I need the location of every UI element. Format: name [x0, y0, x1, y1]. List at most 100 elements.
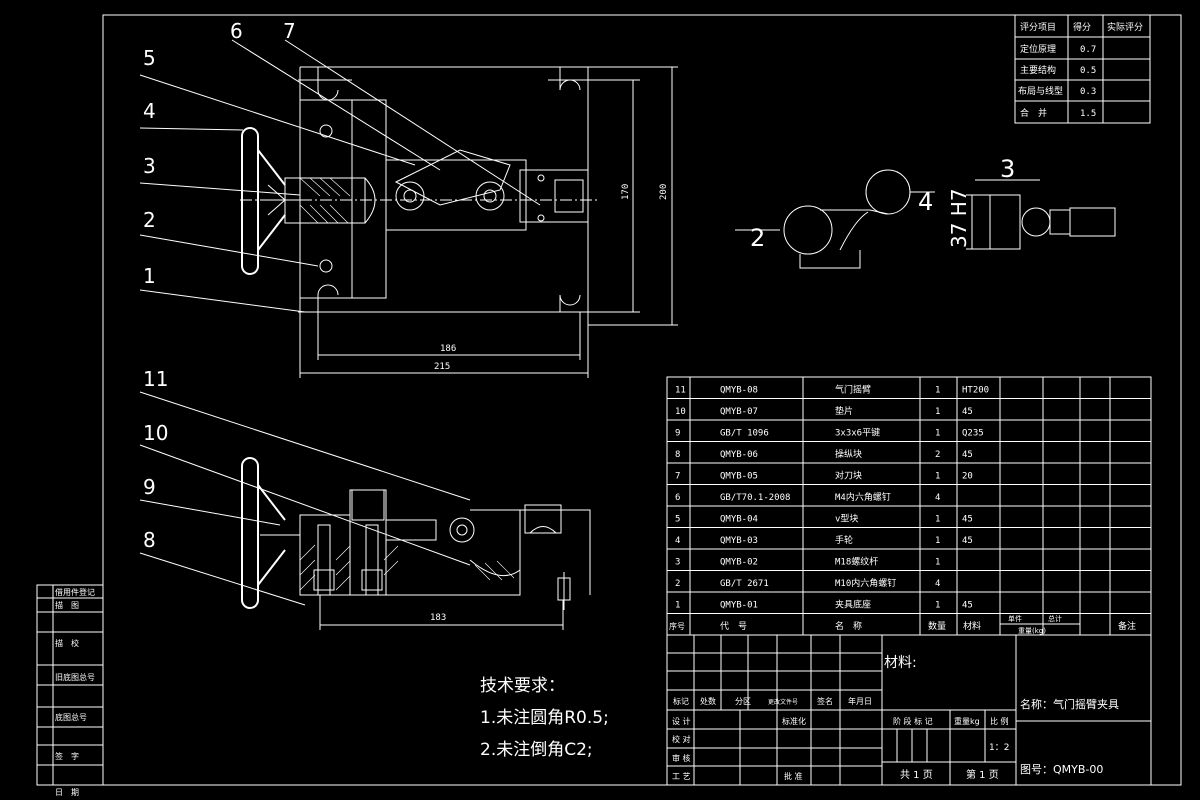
rev-label: 分区: [735, 697, 751, 706]
balloon-6: 6: [230, 19, 243, 43]
bom-header-material: 材料: [963, 620, 981, 632]
rev-label: 处数: [700, 696, 716, 706]
bom-row-material: 45: [962, 536, 973, 546]
bom-row-name: M18螺纹杆: [835, 556, 878, 568]
balloon-8: 8: [143, 528, 156, 552]
sheets-total: 共 1 页: [900, 769, 933, 781]
drawing-number: 图号：QMYB-00: [1020, 763, 1103, 776]
bom-row-no: 5: [675, 515, 680, 525]
bom-row-qty: 1: [935, 558, 940, 568]
bom-row-code: QMYB-02: [720, 558, 758, 568]
strip-label: 描 校: [55, 638, 79, 648]
bom-row-qty: 2: [935, 450, 940, 460]
balloon-2: 2: [143, 208, 156, 232]
score-value: 1.5: [1080, 109, 1096, 119]
rev-label: 签名: [817, 696, 833, 706]
bom-header-code: 代 号: [720, 621, 747, 632]
score-item: 合 并: [1020, 107, 1047, 119]
bom-row-material: 45: [962, 407, 973, 417]
balloon-5: 5: [143, 46, 156, 70]
side-view: 183: [241, 457, 591, 630]
role-label: 校 对: [672, 734, 691, 744]
bom-row-code: QMYB-04: [720, 515, 758, 525]
bom-row-material: 45: [962, 450, 973, 460]
bom-row-material: 45: [962, 515, 973, 525]
tech-item-1: 1.未注圆角R0.5;: [480, 708, 609, 728]
bom-row-name: 对刀块: [835, 470, 862, 482]
bom-row-qty: 1: [935, 429, 940, 439]
bom-row-no: 3: [675, 558, 680, 568]
score-table: 评分项目 得分 实际评分 定位原理 0.7 主要结构 0.5 布局与线型 0.3…: [1014, 14, 1151, 124]
sheet-no: 第 1 页: [966, 768, 999, 781]
strip-label: 日 期: [55, 788, 79, 797]
bom-row-name: 气门摇臂: [835, 384, 871, 396]
strip-label: 描 图: [55, 600, 79, 610]
bom-row-qty: 1: [935, 472, 940, 482]
tech-item-2: 2.未注倒角C2;: [480, 740, 593, 760]
bom-row-qty: 1: [935, 515, 940, 525]
bom-row-name: 垫片: [835, 405, 853, 417]
balloon-leaders: [139, 39, 541, 606]
bom-row-material: 45: [962, 601, 973, 611]
bom-header-no: 序号: [669, 621, 685, 631]
scale-label: 比 例: [990, 716, 1009, 726]
bom-row-no: 7: [675, 472, 680, 482]
balloon-9: 9: [143, 475, 156, 499]
bom-row-no: 8: [675, 450, 680, 460]
rev-label: 更改文件号: [768, 698, 798, 706]
bom-header-remark: 备注: [1118, 620, 1136, 632]
score-header: 实际评分: [1107, 21, 1143, 33]
material-label: 材料:: [884, 655, 917, 671]
bom-row-no: 4: [675, 536, 680, 546]
bom-row-code: QMYB-06: [720, 450, 758, 460]
left-strip: 借用件登记 描 图 描 校 旧底图总号 底图总号 签 字 日 期: [36, 584, 104, 797]
dim-top-outer: 215: [434, 362, 450, 372]
score-value: 0.7: [1080, 45, 1096, 55]
bom-row-qty: 1: [935, 407, 940, 417]
bom-row-qty: 4: [935, 579, 940, 589]
score-item: 布局与线型: [1018, 85, 1063, 97]
balloon-1: 1: [143, 264, 156, 288]
drawing-name: 名称：气门摇臂夹具: [1020, 697, 1119, 711]
score-item: 定位原理: [1020, 43, 1056, 55]
bom-row-no: 10: [675, 407, 686, 417]
detail-view: 2 4 3 37 H7: [735, 155, 1116, 269]
drawing-border: [102, 14, 1182, 786]
bom-header-name: 名 称: [835, 620, 862, 632]
bom-row-qty: 1: [935, 386, 940, 396]
bom-row-name: 夹具底座: [835, 599, 871, 611]
bom-row-no: 11: [675, 386, 686, 396]
bom-row-name: 操纵块: [835, 448, 862, 460]
bom-row-material: Q235: [962, 429, 984, 439]
role-label: 审 核: [672, 753, 691, 763]
tech-title: 技术要求：: [480, 676, 565, 696]
bom-row-no: 9: [675, 429, 680, 439]
strip-label: 旧底图总号: [55, 672, 95, 682]
detail-label-mid: 4: [918, 188, 933, 216]
score-value: 0.3: [1080, 87, 1096, 97]
tech-requirements: 技术要求： 1.未注圆角R0.5; 2.未注倒角C2;: [480, 676, 609, 760]
score-header: 得分: [1073, 21, 1091, 33]
bom-row-name: 手轮: [835, 534, 853, 546]
stage-label: 阶 段 标 记: [893, 716, 933, 726]
bom-row-code: QMYB-01: [720, 601, 758, 611]
title-block: 标记 处数 分区 更改文件号 签名 年月日 设 计 校 对 审 核 工 艺 标准…: [666, 634, 1152, 786]
bom-row-code: QMYB-03: [720, 536, 758, 546]
strip-label: 底图总号: [55, 712, 87, 722]
strip-label: 签 字: [55, 751, 79, 761]
dim-top-inner: 186: [440, 344, 456, 354]
bom-row-code: GB/T70.1-2008: [720, 493, 790, 503]
balloon-numbers: 1 2 3 4 5 6 7 8 9 10 11: [143, 19, 296, 552]
bom-row-qty: 1: [935, 536, 940, 546]
bom-row-no: 6: [675, 493, 680, 503]
bom-row-name: 3x3x6平键: [835, 427, 880, 439]
rev-label: 年月日: [848, 696, 872, 706]
bom-header-total: 总计: [1048, 614, 1062, 623]
dim-side-length: 183: [430, 613, 446, 623]
balloon-3: 3: [143, 154, 156, 178]
bom-row-code: QMYB-07: [720, 407, 758, 417]
bom-row-qty: 4: [935, 493, 940, 503]
bom-row-material: 20: [962, 472, 973, 482]
bom-row-code: QMYB-08: [720, 386, 758, 396]
